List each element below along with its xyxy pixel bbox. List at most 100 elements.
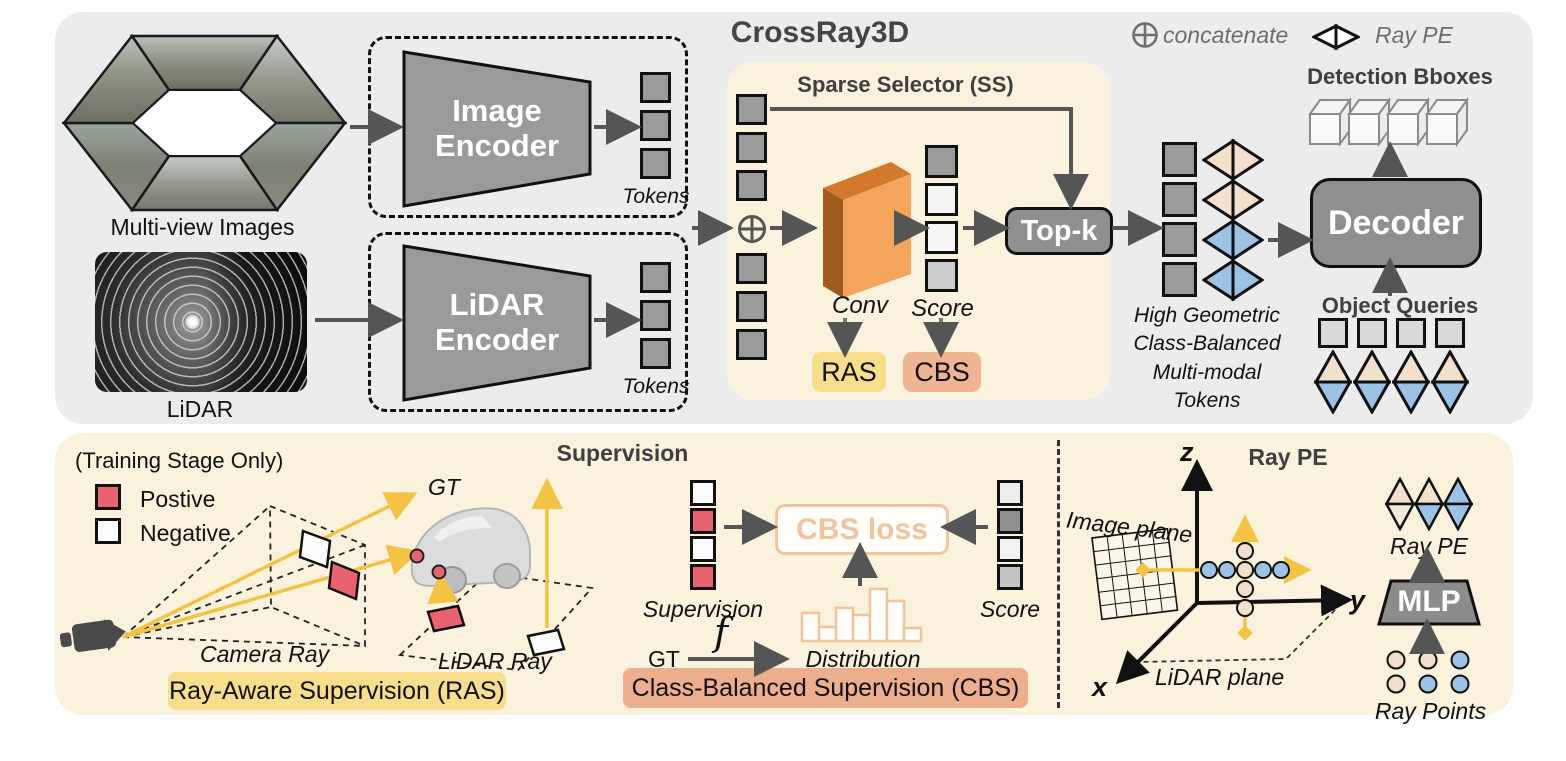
concatenate-symbol — [738, 215, 766, 243]
query-pe-diamond — [1431, 350, 1469, 414]
ray-pe-diamond-blue — [1202, 259, 1264, 301]
concatenate-icon — [1132, 22, 1158, 48]
ray-pe-icon — [1312, 24, 1360, 50]
cbs-pill: CBS — [903, 352, 981, 392]
image-plane-grid — [1091, 527, 1179, 621]
object-query — [1396, 318, 1426, 348]
supervision-cell — [690, 480, 716, 506]
gt-car — [410, 507, 531, 594]
lidar-ray-label: LiDAR Ray — [438, 648, 552, 674]
gt-label: GT — [428, 474, 460, 500]
cbs-title: Class-Balanced Supervision (CBS) — [631, 673, 1020, 702]
axis-x-label: x — [1092, 672, 1108, 702]
cbs-title-pill: Class-Balanced Supervision (CBS) — [623, 668, 1028, 708]
multiview-images-graphic — [62, 34, 347, 212]
lidar-positive-patch — [426, 604, 466, 633]
query-pe-diamond — [1353, 350, 1391, 414]
token — [736, 291, 767, 322]
ras-pill-label: RAS — [821, 356, 877, 387]
positive-patch — [327, 560, 361, 601]
object-query — [1435, 318, 1465, 348]
token — [1162, 142, 1197, 177]
token — [736, 94, 767, 125]
token — [1162, 262, 1197, 297]
gt2-label: GT — [648, 646, 680, 672]
token — [640, 338, 671, 369]
caption-line: Class-Balanced — [1133, 332, 1281, 356]
ray-pe-diamond-blue — [1202, 219, 1264, 261]
topk-box: Top-k — [1005, 207, 1113, 255]
decoder-label: Decoder — [1327, 203, 1465, 242]
query-pe-diamond — [1392, 350, 1430, 414]
positive-swatch — [95, 484, 121, 510]
lidar-plane-label: LiDAR plane — [1155, 664, 1285, 690]
score-token — [925, 145, 958, 178]
ray-pe-diamond-peach — [1202, 139, 1264, 181]
training-note: (Training Stage Only) — [75, 448, 284, 473]
raype-output-label: Ray PE — [1390, 533, 1468, 559]
camera-ray-label: Camera Ray — [200, 641, 330, 667]
tokens-out-caption: High Geometric Class-Balanced Multi-moda… — [1122, 302, 1292, 415]
conv-block — [823, 162, 911, 298]
score-label: Score — [911, 295, 974, 322]
ray-points-label: Ray Points — [1374, 698, 1487, 724]
axis-z-label: z — [1180, 437, 1194, 467]
image-tokens-label: Tokens — [622, 185, 690, 208]
score-cell — [997, 564, 1023, 590]
cbs-pill-label: CBS — [914, 356, 970, 387]
token — [736, 170, 767, 201]
caption-line: Multi-modal Tokens — [1152, 360, 1262, 413]
axis-y-label: y — [1350, 585, 1366, 615]
token — [736, 329, 767, 360]
score-cell — [997, 508, 1023, 534]
negative-patch — [298, 529, 332, 569]
topk-label: Top-k — [1020, 214, 1098, 247]
ray-points-graphic — [1386, 650, 1470, 694]
ray-supervision-scene — [60, 477, 594, 671]
conv-label: Conv — [831, 292, 889, 319]
raype-output-diamonds — [1385, 477, 1473, 531]
token — [1162, 222, 1197, 257]
figure-title: CrossRay3D — [730, 16, 910, 49]
multiview-images-label: Multi-view Images — [110, 214, 295, 240]
supervision-panel-title: Supervision — [556, 440, 689, 466]
ras-title-pill: Ray-Aware Supervision (RAS) — [168, 672, 506, 710]
token — [640, 110, 671, 141]
score-token — [925, 259, 958, 292]
ras-title: Ray-Aware Supervision (RAS) — [169, 676, 505, 705]
decoder-box: Decoder — [1310, 178, 1482, 268]
supervision-cell — [690, 536, 716, 562]
camera-icon — [60, 619, 126, 652]
positive-label: Postive — [140, 486, 216, 512]
token — [640, 148, 671, 179]
raype-panel-title: Ray PE — [1248, 444, 1328, 470]
score-token — [925, 183, 958, 216]
lidar-encoder-trapezoid — [402, 244, 592, 402]
distribution-histogram — [800, 587, 923, 643]
mlp-label: MLP — [1397, 585, 1461, 618]
supervision-col-label: Supervision — [642, 596, 764, 622]
token — [736, 253, 767, 284]
object-query — [1318, 318, 1348, 348]
token — [640, 72, 671, 103]
score-col-label: Score — [979, 596, 1041, 622]
lidar-negative-patch — [526, 628, 566, 657]
negative-label: Negative — [140, 520, 231, 546]
supervision-cell — [690, 564, 716, 590]
object-queries-label: Object Queries — [1321, 293, 1479, 318]
token — [736, 132, 767, 163]
lidar-label: LiDAR — [166, 396, 234, 422]
concatenate-label: concatenate — [1163, 22, 1289, 48]
raype-axes-scene — [1091, 459, 1353, 685]
score-token — [925, 221, 958, 254]
ray-pe-legend-label: Ray PE — [1375, 22, 1453, 48]
token — [1162, 182, 1197, 217]
detection-bboxes-label: Detection Bboxes — [1307, 64, 1493, 89]
query-pe-diamond — [1314, 350, 1352, 414]
negative-swatch — [95, 518, 121, 544]
detection-bboxes-cubes — [1308, 96, 1469, 148]
distribution-label: Distribution — [805, 646, 921, 672]
